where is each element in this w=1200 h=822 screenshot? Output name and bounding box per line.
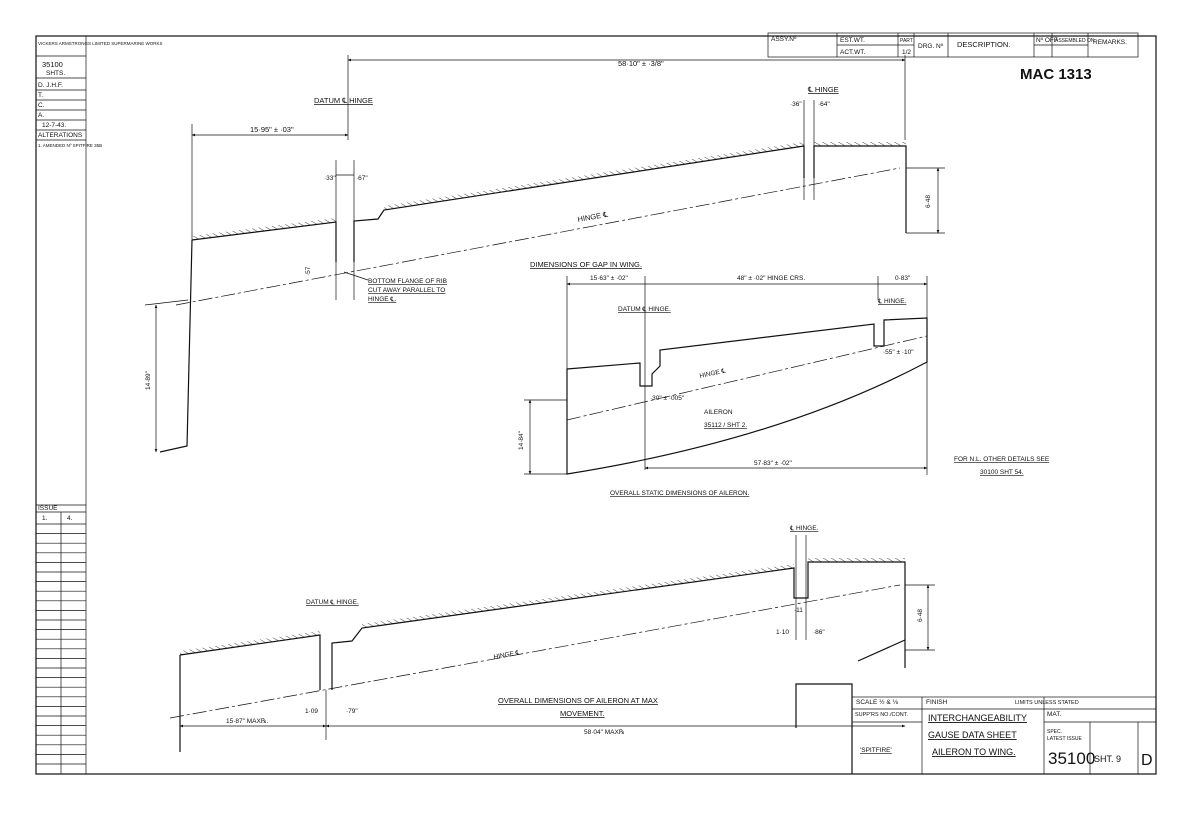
issue-col1: 1. [42, 515, 48, 522]
dim-67: ·67" [356, 175, 368, 182]
assy-no-label: ASSY.Nº [771, 36, 797, 43]
finish-label: FINISH [926, 699, 948, 706]
drg-no-label: DRG. Nº [918, 43, 944, 50]
dim-0-11: ·11 [794, 607, 803, 614]
title-line-2: GAUSE DATA SHEET [928, 730, 1017, 740]
title-revision: D [1141, 752, 1153, 769]
act-wt-label: ACT.WT. [840, 49, 865, 56]
dim-64: ·64" [818, 101, 830, 108]
dim-14-84: 14·84" [518, 430, 525, 450]
dim-0-79: ·79" [346, 708, 358, 715]
aileron-label: AILERON [704, 409, 733, 416]
strip-tracer: T. [38, 92, 43, 99]
dim-1-09: 1·09 [305, 708, 318, 715]
sheet-id: MAC 1313 [1020, 66, 1092, 83]
spec-label: SPEC. [1047, 729, 1062, 735]
dim-14-89: 14·89" [145, 370, 152, 390]
remarks-label: REMARKS. [1093, 39, 1127, 46]
max-right-hinge: ℄ HINGE. [789, 525, 819, 532]
gap-dimensions-title: DIMENSIONS OF GAP IN WING. [530, 260, 642, 269]
dim-0-83: 0·83" [895, 275, 911, 282]
dim-0-30: ·30" ± ·005" [650, 395, 685, 402]
strip-date: 12-7-43. [42, 122, 66, 129]
left-strip: VICKERS ARMSTRONGS LIMITED SUPERMARINE W… [36, 41, 163, 774]
hinge-line-label: HINGE ℄ [577, 210, 610, 224]
assembled-on-label: ASSEMBLED ON. [1055, 38, 1096, 44]
details-note-1: FOR N.L. OTHER DETAILS SEE [954, 456, 1050, 463]
dim-33: ·33" [324, 175, 336, 182]
dim-6-48-bottom: 6·48 [917, 609, 924, 622]
strip-checked: C. [38, 102, 45, 109]
datum-hinge-label: DATUM ℄ HINGE [314, 96, 373, 105]
title-drawing-no: 35100 [1048, 749, 1095, 768]
dim-15-95: 15·95" ± ·03" [250, 125, 294, 134]
dim-6-48-top: 6·48 [925, 195, 932, 208]
view-wing-top: 58·10" ± ·3/8" DATUM ℄ HINGE ℄ HINGE 15·… [144, 55, 945, 453]
mat-label: MAT. [1047, 711, 1062, 718]
suppliers-label: SUPP'RS NO./CONT. [855, 712, 908, 718]
issue-col2: 4. [67, 515, 73, 522]
dim-1-10: 1·10 [776, 629, 789, 636]
overall-length-dim: 58·10" ± ·3/8" [618, 59, 664, 68]
dim-48-crs: 48" ± ·02" HINGE CRS. [737, 275, 805, 282]
max-caption-2: MOVEMENT. [560, 709, 605, 718]
dim-57: ·57 [305, 266, 312, 276]
view-aileron-static: DIMENSIONS OF GAP IN WING. 15·63" ± ·02"… [518, 260, 928, 497]
static-hinge-line: HINGE ℄ [699, 367, 727, 380]
max-datum-hinge: DATUM ℄ HINGE. [306, 599, 359, 606]
static-caption: OVERALL STATIC DIMENSIONS OF AILERON. [610, 490, 749, 497]
static-datum-hinge: DATUM ℄ HINGE. [618, 306, 671, 313]
issue-title: ISSUE [38, 505, 58, 512]
details-note: FOR N.L. OTHER DETAILS SEE 30100 SHT 54. [954, 456, 1050, 476]
dim-0-55: ·55" ± ·10" [883, 349, 914, 356]
strip-drawing-ref: 35100 [42, 60, 63, 69]
limits-label: LIMITS UNLESS STATED [1015, 700, 1079, 706]
title-line-3: AILERON TO WING. [932, 747, 1016, 757]
description-label: DESCRIPTION. [957, 40, 1010, 49]
company-name: VICKERS ARMSTRONGS LIMITED SUPERMARINE W… [38, 41, 163, 46]
view-aileron-max: ℄ HINGE. DATUM ℄ HINGE. HINGE ℄ 6·48 1·1… [169, 525, 935, 752]
top-revision-table: ASSY.Nº EST.WT. ACT.WT. PART 1/2 DRG. Nº… [767, 32, 1139, 58]
dim-57-83: 57·83" ± ·02" [754, 460, 793, 467]
right-hinge-label: ℄ HINGE [807, 85, 839, 94]
scale-label: SCALE ½ & ⅛ [856, 698, 898, 706]
dim-58-04: 58·04" MAX℞ [584, 728, 625, 736]
strip-drawn: D. J.H.F. [38, 82, 63, 89]
aircraft-name: 'SPITFIRE' [860, 747, 892, 754]
strip-alteration-1: 1. AMENDED Nº SPITFIRE 35B [38, 143, 102, 148]
no-off-label: Nº OFF [1036, 37, 1058, 44]
est-wt-label: EST.WT. [840, 37, 865, 44]
part-label: PART [900, 38, 913, 44]
strip-sheets: SHTS. [46, 70, 65, 77]
strip-alterations-title: ALTERATIONS [38, 132, 83, 139]
title-line-1: INTERCHANGEABILITY [928, 713, 1027, 723]
dim-0-86: ·86" [813, 629, 825, 636]
issue-table-rows [36, 523, 86, 765]
dim-36: ·36" [790, 101, 802, 108]
max-caption-1: OVERALL DIMENSIONS OF AILERON AT MAX [498, 696, 658, 705]
dim-15-63: 15·63" ± ·02" [590, 275, 629, 282]
aileron-ref: 35112 / SHT 2. [704, 422, 747, 429]
title-sheet: SHT. 9 [1094, 754, 1121, 764]
dim-15-87: 15·87" MAX℞. [226, 717, 269, 725]
details-note-2: 30100 SHT 54. [980, 469, 1024, 476]
note-rib-3: HINGE ℄. [368, 296, 397, 303]
title-block: SCALE ½ & ⅛ FINISH LIMITS UNLESS STATED … [795, 683, 1157, 775]
max-hinge-line: HINGE ℄ [493, 649, 521, 661]
note-rib-2: CUT AWAY PARALLEL TO [368, 287, 445, 294]
note-rib-1: BOTTOM FLANGE OF RIB [368, 278, 447, 285]
latest-issue-label: LATEST ISSUE [1047, 736, 1082, 742]
static-right-hinge: ℄ HINGE. [877, 298, 907, 305]
strip-approved: A. [38, 112, 44, 119]
part-value: 1/2 [902, 49, 911, 56]
sheet-border [35, 35, 1157, 775]
